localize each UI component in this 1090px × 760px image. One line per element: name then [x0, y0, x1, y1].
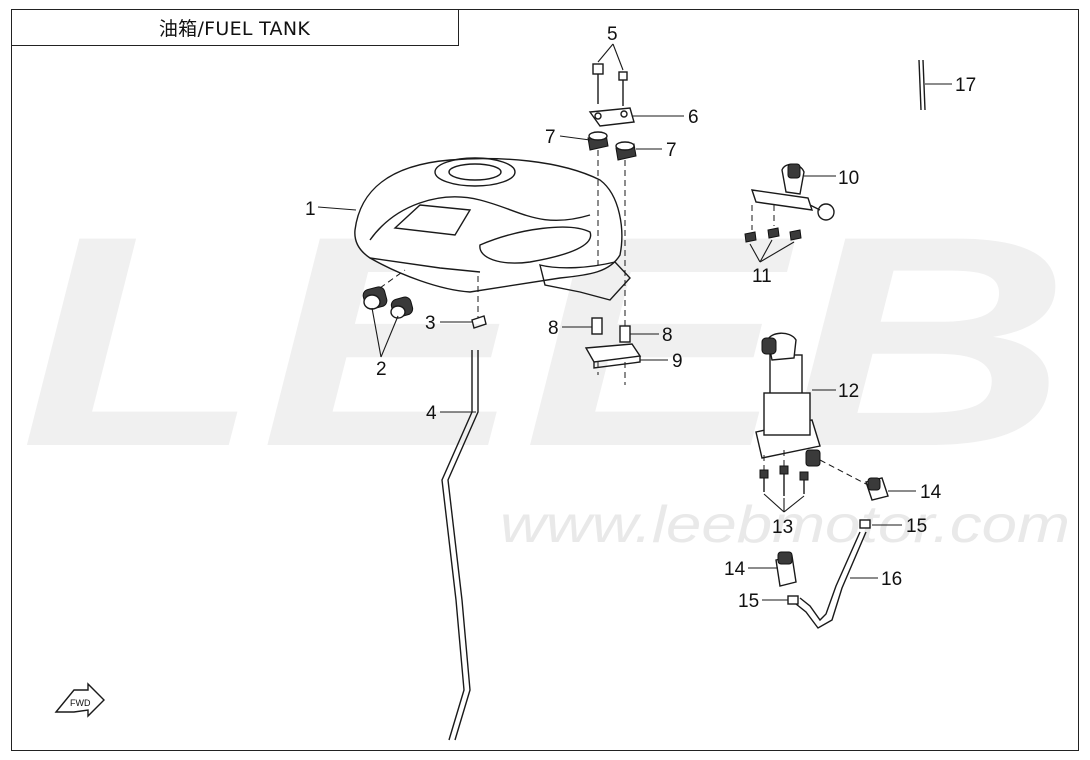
- callout-14b: 14: [724, 559, 746, 580]
- fuel-sensor[interactable]: [750, 163, 835, 221]
- rubber-dampers[interactable]: [587, 131, 637, 161]
- tank-grommets[interactable]: [362, 285, 414, 319]
- hose-clip[interactable]: [471, 315, 487, 329]
- callout-13: 13: [772, 517, 793, 538]
- diagram-title: 油箱/FUEL TANK: [11, 9, 459, 46]
- callout-6: 6: [688, 107, 699, 128]
- callout-15b: 15: [738, 591, 759, 612]
- callout-7b: 7: [666, 140, 677, 161]
- fwd-arrow-icon: FWD: [54, 682, 105, 718]
- watermark-url: www.leebmotor.com: [500, 496, 1070, 554]
- callout-7a: 7: [545, 127, 556, 148]
- mounting-bolts[interactable]: [592, 63, 628, 106]
- tank-bracket[interactable]: [588, 107, 635, 127]
- callout-16: 16: [881, 569, 902, 590]
- fwd-label: FWD: [70, 698, 91, 708]
- diagram-frame: [11, 9, 1079, 751]
- drain-hose[interactable]: [441, 350, 479, 741]
- callout-4: 4: [426, 403, 437, 424]
- rubber-pad[interactable]: [584, 343, 642, 369]
- callout-15a: 15: [906, 516, 927, 537]
- callout-12: 12: [838, 381, 859, 402]
- fuel-tank[interactable]: [354, 157, 631, 301]
- callout-14a: 14: [920, 482, 942, 503]
- callout-11: 11: [752, 266, 772, 287]
- callout-9: 9: [672, 351, 683, 372]
- callout-17: 17: [955, 75, 976, 96]
- callout-8b: 8: [662, 325, 673, 346]
- flange-nuts[interactable]: [744, 227, 802, 243]
- pump-screws[interactable]: [759, 465, 809, 496]
- rod[interactable]: [918, 59, 926, 111]
- hose-connectors[interactable]: [775, 477, 889, 587]
- callout-3: 3: [425, 313, 436, 334]
- callout-2: 2: [376, 359, 387, 380]
- fuel-hose[interactable]: [795, 531, 867, 629]
- callout-8a: 8: [548, 318, 559, 339]
- callout-labels: 1 2 3 4 5 6 7 7 8 8 9 10 11 12 13 14 14 …: [305, 24, 976, 612]
- fuel-pump[interactable]: [755, 332, 821, 467]
- callout-10: 10: [838, 168, 859, 189]
- callout-1: 1: [305, 199, 316, 220]
- leader-lines: [317, 43, 952, 601]
- callout-5: 5: [607, 24, 618, 45]
